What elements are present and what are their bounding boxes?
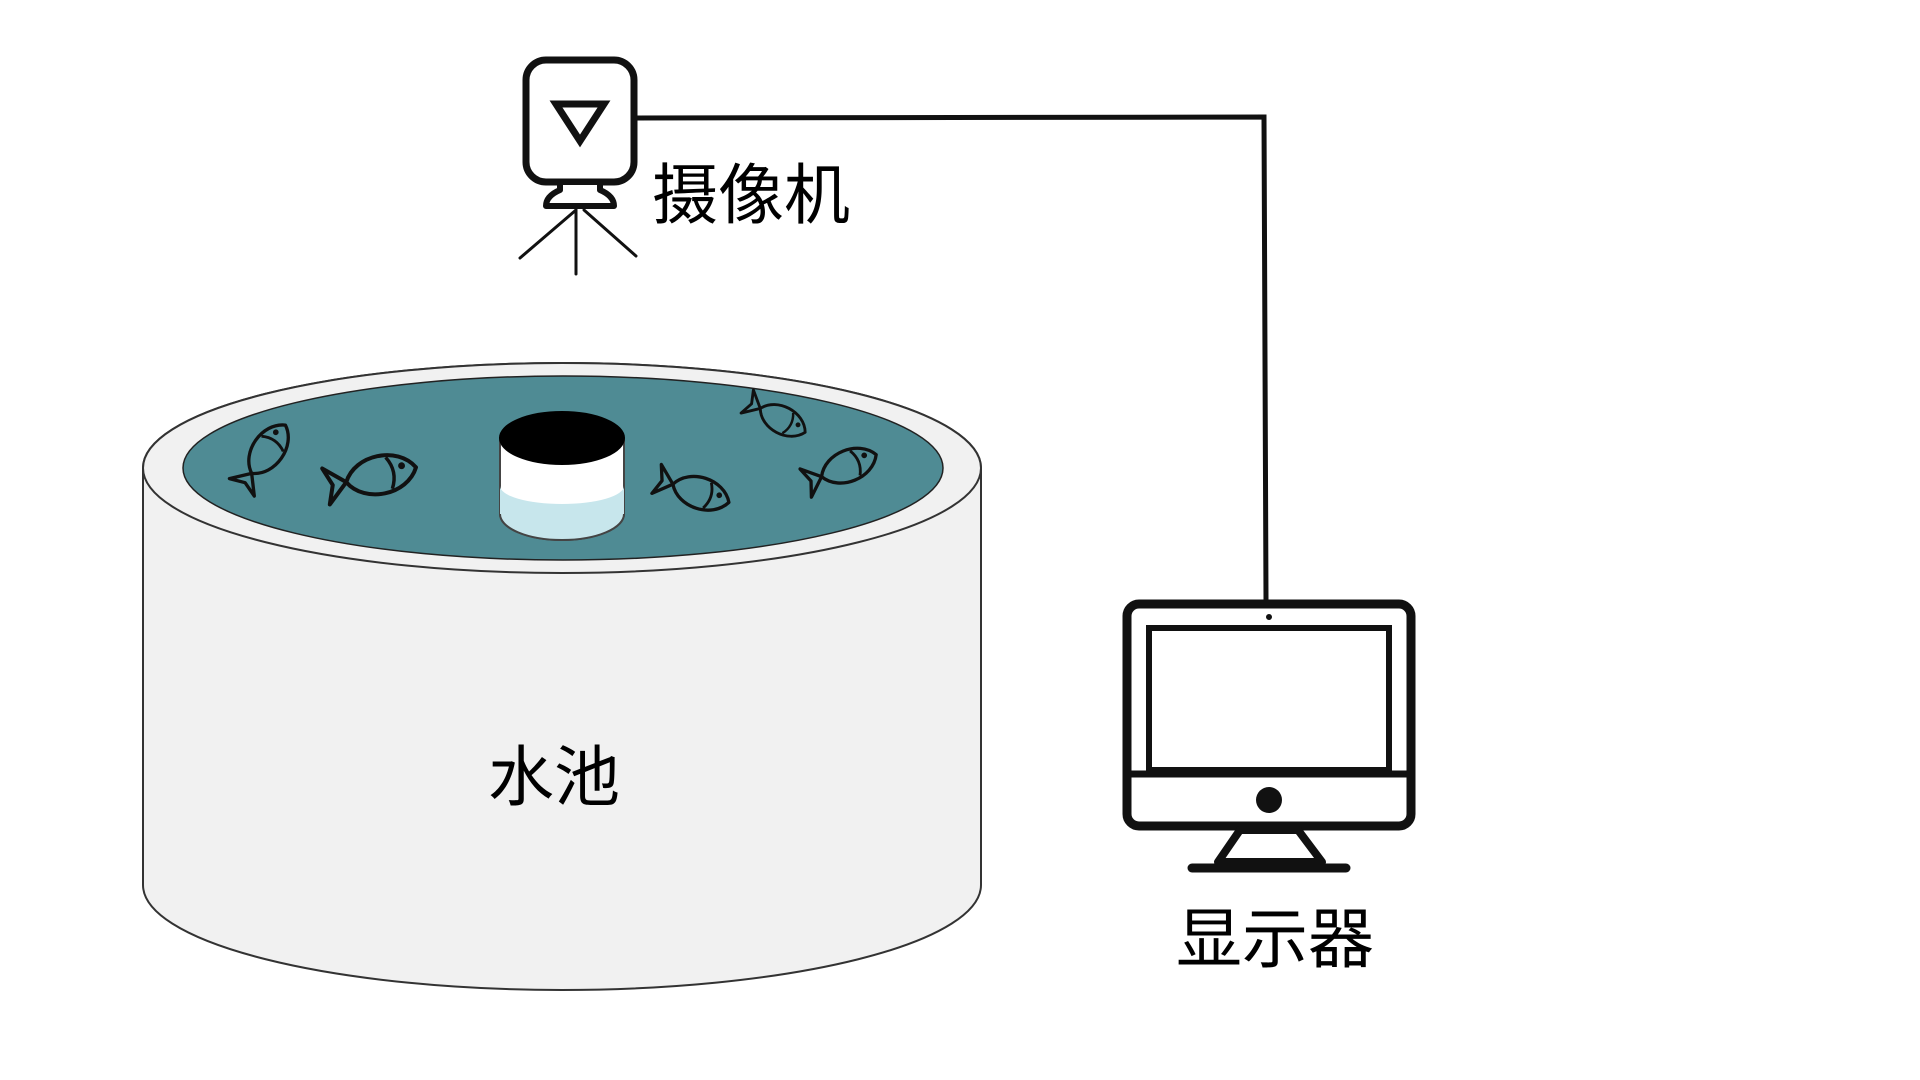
camera-label: 摄像机 [652, 157, 850, 234]
camera-icon [518, 56, 638, 276]
monitor-stand [1214, 826, 1326, 866]
pool-label: 水池 [488, 739, 620, 816]
monitor-camera-dot [1266, 614, 1272, 620]
monitor-icon [1122, 599, 1416, 873]
fish-icon [739, 388, 807, 438]
fish-icon [320, 453, 419, 507]
tripod-icon [518, 208, 638, 276]
camera-mount [543, 179, 617, 209]
fish-icon [227, 423, 290, 498]
monitor-power-dot [1256, 787, 1282, 813]
monitor-label: 显示器 [1176, 901, 1374, 978]
fish-icon [650, 462, 731, 512]
fish-icon [798, 446, 878, 499]
connection-cable [633, 114, 1269, 601]
pool [142, 362, 982, 991]
sensor-icon [499, 411, 625, 541]
